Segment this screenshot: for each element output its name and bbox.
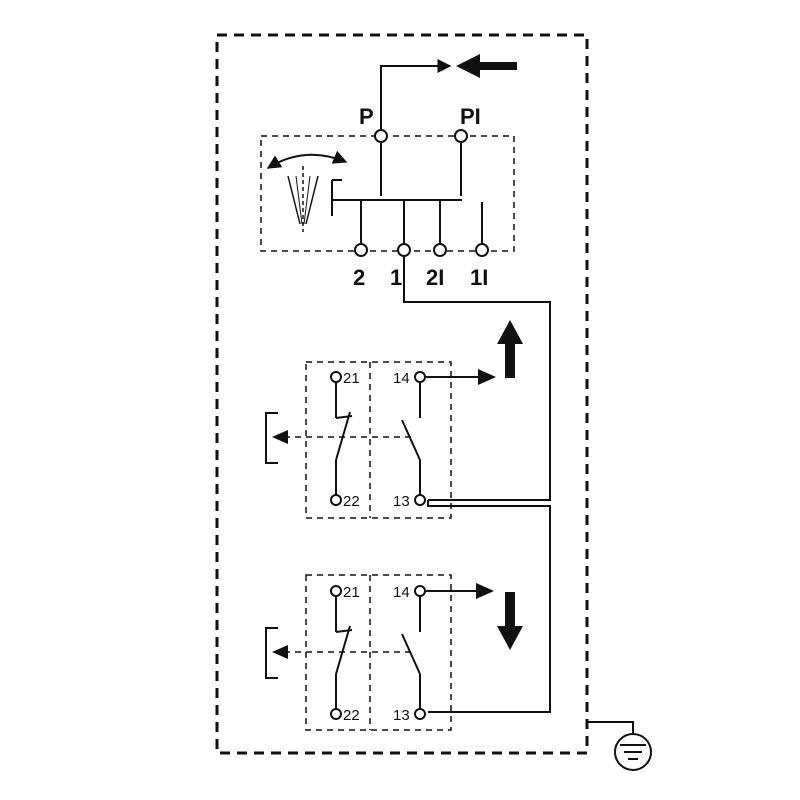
wire-upper13-to-lower13 bbox=[427, 500, 551, 713]
upper-t14-terminal bbox=[414, 371, 426, 383]
upper-t21-label: 21 bbox=[343, 370, 360, 387]
lower-t22-label: 22 bbox=[343, 707, 360, 724]
valve-box bbox=[260, 135, 515, 252]
port-1i-terminal bbox=[475, 243, 489, 257]
upper-t13-terminal bbox=[414, 494, 426, 506]
lower-output-arrow-icon bbox=[476, 583, 494, 599]
port-1i-label: 1I bbox=[470, 265, 488, 290]
lower-t14-terminal bbox=[414, 585, 426, 597]
lower-t14-label: 14 bbox=[393, 584, 410, 601]
port-p-terminal bbox=[374, 129, 388, 143]
input-line bbox=[380, 59, 452, 132]
lower-t21-label: 21 bbox=[343, 584, 360, 601]
upper-switch-box bbox=[305, 361, 452, 519]
port-2-terminal bbox=[354, 243, 368, 257]
upper-t21-terminal bbox=[330, 371, 342, 383]
upper-t13-label: 13 bbox=[393, 493, 410, 510]
upper-no-contact-blade bbox=[401, 419, 421, 461]
down-arrow-icon bbox=[497, 592, 523, 650]
input-arrow-icon bbox=[456, 54, 517, 78]
upper-actuator-arrow-icon bbox=[272, 430, 288, 444]
lower-t13-label: 13 bbox=[393, 707, 410, 724]
upper-actuator-bracket bbox=[265, 412, 278, 464]
upper-output-arrow-icon bbox=[478, 369, 496, 385]
enclosure-boundary bbox=[215, 33, 589, 755]
port-pi-terminal bbox=[454, 129, 468, 143]
port-1-label: 1 bbox=[390, 265, 402, 290]
upper-t22-terminal bbox=[330, 494, 342, 506]
up-arrow-icon bbox=[497, 320, 523, 378]
port-pi-label: PI bbox=[460, 104, 481, 129]
pressure-indicator-icon bbox=[266, 150, 348, 232]
wire-port1-to-rail bbox=[403, 256, 551, 501]
lower-switch-box bbox=[305, 574, 452, 731]
lower-no-contact-blade bbox=[401, 633, 421, 675]
upper-nc-contact-blade bbox=[335, 411, 351, 461]
lower-t13-terminal bbox=[414, 708, 426, 720]
upper-t14-label: 14 bbox=[393, 370, 410, 387]
lower-t21-terminal bbox=[330, 585, 342, 597]
lower-nc-contact-blade bbox=[335, 625, 351, 675]
upper-t22-label: 22 bbox=[343, 493, 360, 510]
lower-actuator-arrow-icon bbox=[272, 645, 288, 659]
lower-actuator-bracket bbox=[265, 627, 278, 679]
port-2-label: 2 bbox=[353, 265, 365, 290]
port-1-terminal bbox=[397, 243, 411, 257]
port-2i-label: 2I bbox=[426, 265, 444, 290]
ground-wire bbox=[587, 721, 634, 738]
ground-icon bbox=[614, 733, 652, 771]
port-2i-terminal bbox=[433, 243, 447, 257]
port-p-label: P bbox=[359, 104, 374, 129]
lower-t22-terminal bbox=[330, 708, 342, 720]
